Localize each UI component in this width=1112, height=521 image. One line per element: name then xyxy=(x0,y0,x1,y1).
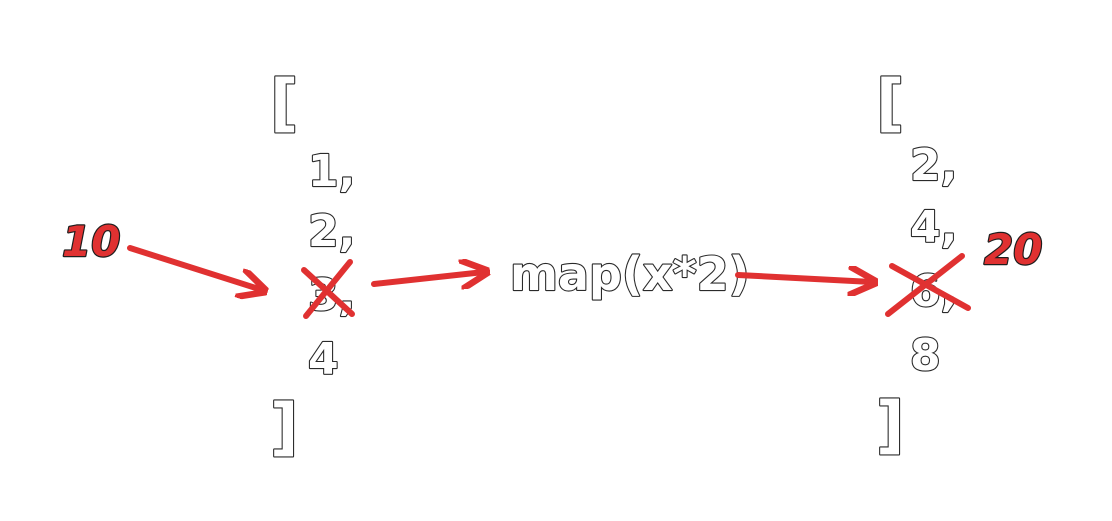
input-open-bracket: [ xyxy=(270,66,298,139)
arrow-from-map xyxy=(735,275,872,282)
output-item-1: 2, xyxy=(910,140,957,191)
input-replacement-value: 10 xyxy=(62,217,120,266)
output-item-2: 4, xyxy=(910,202,957,253)
input-close-bracket: ] xyxy=(270,390,298,463)
output-close-bracket: ] xyxy=(876,388,904,461)
input-item-4: 4 xyxy=(308,334,339,385)
output-strike-icon xyxy=(885,253,971,317)
input-strike-icon xyxy=(301,259,355,319)
output-replacement-value: 20 xyxy=(984,225,1042,274)
input-array: [ 1, 2, 3, 4 ] xyxy=(269,65,357,464)
input-item-1: 1, xyxy=(308,146,355,197)
map-operation-label: map(x*2) xyxy=(510,247,750,301)
output-array: [ 2, 4, 6, 8 ] xyxy=(875,65,959,462)
output-open-bracket: [ xyxy=(876,66,904,139)
replacement-arrow-in xyxy=(127,245,262,290)
output-item-4: 8 xyxy=(910,330,941,381)
input-item-2: 2, xyxy=(308,206,355,257)
arrow-to-map xyxy=(371,272,484,284)
